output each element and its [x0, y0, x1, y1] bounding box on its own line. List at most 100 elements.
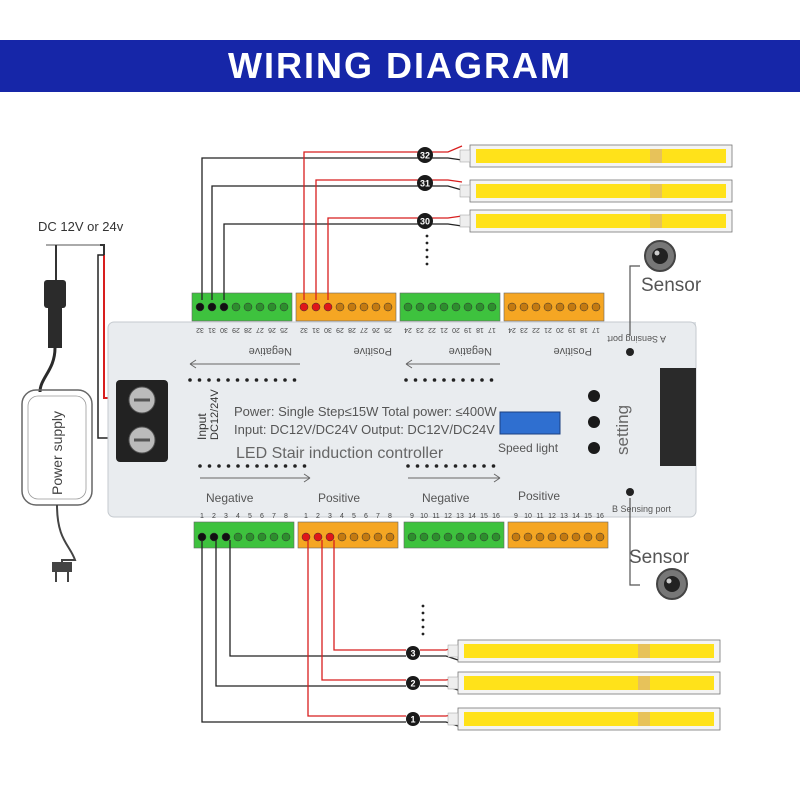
terminal-screw [419, 532, 429, 542]
terminal-screw [311, 302, 321, 312]
setting-button-2[interactable] [588, 416, 600, 428]
terminal-number: 15 [584, 513, 592, 520]
terminal-screw [547, 532, 557, 542]
terminal-number: 31 [312, 326, 320, 333]
led-strip-light [464, 676, 714, 690]
terminal-block [191, 292, 293, 322]
terminal-number: 27 [256, 326, 264, 333]
terminal-number: 18 [476, 326, 484, 333]
bottom-negative-label-2: Negative [422, 491, 470, 505]
terminal-screw [479, 532, 489, 542]
terminal-screw [349, 532, 359, 542]
strip-connector [447, 676, 459, 690]
terminal-number: 7 [272, 513, 276, 520]
terminal-number: 32 [196, 326, 204, 333]
terminal-screw [511, 532, 521, 542]
indicator-dot [283, 464, 288, 468]
terminal-block [193, 521, 295, 549]
b-sensing-port-label: B Sensing port [612, 504, 672, 514]
terminal-number: 26 [372, 326, 380, 333]
terminal-screw [361, 532, 371, 542]
strip-cut-pad [650, 149, 662, 163]
strip-connector [459, 184, 471, 198]
terminal-screw [571, 532, 581, 542]
indicator-dot [451, 378, 456, 382]
terminal-number: 21 [544, 326, 552, 333]
terminal-screw [455, 532, 465, 542]
a-sensor-jack [626, 348, 634, 356]
diagram-title: WIRING DIAGRAM [228, 45, 572, 86]
indicator-dot [254, 378, 259, 382]
terminal-number: 28 [244, 326, 252, 333]
terminal-screw [491, 532, 501, 542]
led-strip-light [464, 712, 714, 726]
power-supply-label: Power supply [49, 411, 65, 495]
indicator-dot [415, 464, 420, 468]
terminal-number: 22 [532, 326, 540, 333]
channel-badge [417, 175, 433, 191]
strip-connector [447, 644, 459, 658]
strip-cut-pad [638, 712, 650, 726]
strip-connector [459, 149, 471, 163]
setting-button-3[interactable] [588, 442, 600, 454]
indicator-dot [302, 464, 307, 468]
terminal-number: 29 [336, 326, 344, 333]
indicator-dot [404, 378, 408, 382]
indicator-dot [236, 464, 240, 468]
terminal-number: 20 [556, 326, 564, 333]
strip-connector [459, 214, 471, 228]
speed-display [499, 411, 561, 435]
indicator-dot [472, 464, 477, 468]
terminal-number: 7 [376, 513, 380, 520]
indicator-dot [293, 464, 297, 468]
terminal-screw [531, 302, 541, 312]
indicator-dot [207, 464, 212, 468]
terminal-screw [523, 532, 533, 542]
terminal-number: 2 [212, 513, 216, 520]
indicator-dot [217, 464, 221, 468]
terminal-screw [535, 532, 545, 542]
terminal-screw [233, 532, 243, 542]
setting-button-1[interactable] [588, 390, 600, 402]
terminal-number: 27 [360, 326, 368, 333]
indicator-dot [292, 378, 297, 382]
sensor-b-wire [629, 498, 640, 586]
sensor-top-label: Sensor [641, 275, 702, 296]
strip-cut-pad [638, 676, 650, 690]
terminal-screw [475, 302, 485, 312]
sensor-b-highlight [666, 578, 672, 584]
indicator-dot [480, 378, 484, 382]
direction-arrows [189, 359, 501, 483]
terminal-number: 28 [348, 326, 356, 333]
bottom-channel-wires [201, 540, 459, 727]
terminal-number: 14 [468, 513, 476, 520]
sensor-b-lens [664, 576, 680, 592]
terminal-screw [467, 532, 477, 542]
indicator-dot [406, 464, 410, 468]
indicator-dot [425, 464, 429, 468]
led-strip-light [476, 184, 726, 198]
channel-badge [417, 147, 433, 163]
b-sensor-jack [626, 488, 634, 496]
top-channel-wires [201, 145, 463, 300]
terminal-number: 6 [260, 513, 264, 520]
strip-cut-pad [650, 214, 662, 228]
indicator-dot [413, 378, 418, 382]
terminal-screw [431, 532, 441, 542]
indicator-dot [255, 464, 259, 468]
terminal-block [403, 521, 505, 549]
terminal-number: 15 [480, 513, 488, 520]
indicator-dot [216, 378, 221, 382]
terminal-number: 11 [432, 513, 439, 520]
terminal-screw [451, 302, 461, 312]
channel-badge [406, 646, 420, 660]
indicator-dot [226, 464, 231, 468]
terminal-screw [335, 302, 345, 312]
terminal-number: 14 [572, 513, 580, 520]
terminal-number: 4 [236, 513, 240, 520]
terminal-number: 6 [364, 513, 368, 520]
terminal-screw [559, 532, 569, 542]
terminal-number: 8 [388, 513, 392, 520]
sensor-bottom-label: Sensor [629, 547, 690, 568]
